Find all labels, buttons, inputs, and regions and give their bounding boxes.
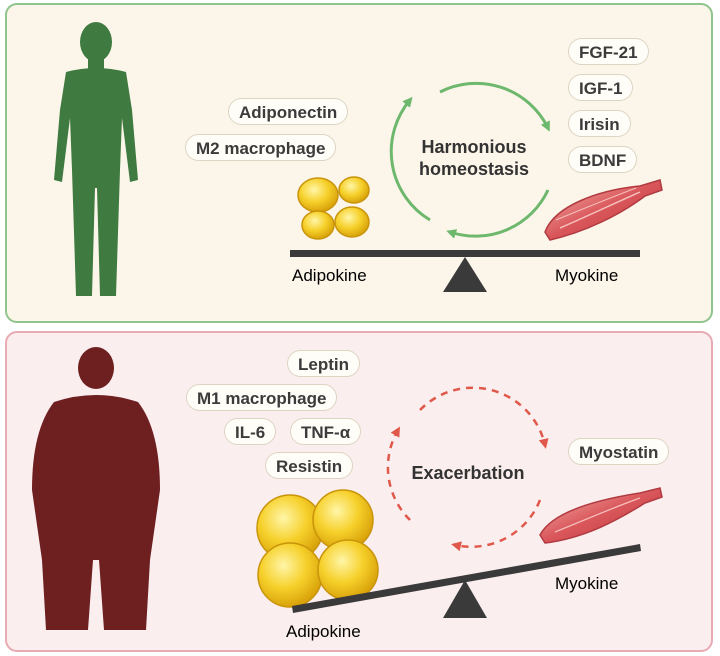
fat-cells-icon bbox=[297, 176, 370, 240]
factor-myostatin: Myostatin bbox=[568, 438, 670, 465]
lean-body-icon bbox=[54, 22, 138, 296]
homeostasis-cycle-arrows bbox=[389, 81, 550, 239]
factor-irisin: Irisin bbox=[568, 110, 631, 137]
homeostasis-label: Harmonious homeostasis bbox=[404, 136, 544, 180]
factor-bdnf: BDNF bbox=[568, 146, 638, 173]
bottom-myokine-label: Myokine bbox=[555, 574, 619, 593]
factor-fgf21: FGF-21 bbox=[568, 38, 649, 65]
small-muscle-icon bbox=[539, 487, 663, 544]
muscle-icon bbox=[544, 179, 663, 241]
balanced-seesaw bbox=[290, 250, 640, 292]
factor-leptin: Leptin bbox=[287, 350, 360, 377]
factor-il6: IL-6 bbox=[224, 418, 277, 445]
top-adipokine-label: Adipokine bbox=[292, 266, 367, 285]
homeostasis-label-line1: Harmonious bbox=[421, 137, 527, 157]
factor-adiponectin: Adiponectin bbox=[228, 98, 349, 125]
obese-body-icon bbox=[32, 347, 160, 630]
factor-igf1: IGF-1 bbox=[568, 74, 634, 101]
factor-m1-macrophage: M1 macrophage bbox=[186, 384, 338, 411]
exacerbation-label: Exacerbation bbox=[411, 463, 525, 483]
factor-resistin: Resistin bbox=[265, 452, 354, 479]
homeostasis-label-line2: homeostasis bbox=[418, 159, 530, 179]
bottom-adipokine-label: Adipokine bbox=[286, 622, 361, 641]
tilted-seesaw bbox=[292, 544, 641, 618]
exacerbation-cycle-arrows bbox=[386, 386, 549, 552]
factor-m2-macrophage: M2 macrophage bbox=[185, 134, 337, 161]
factor-tnf-alpha: TNF-α bbox=[290, 418, 362, 445]
top-myokine-label: Myokine bbox=[555, 266, 619, 285]
enlarged-fat-cells-icon bbox=[256, 489, 379, 608]
